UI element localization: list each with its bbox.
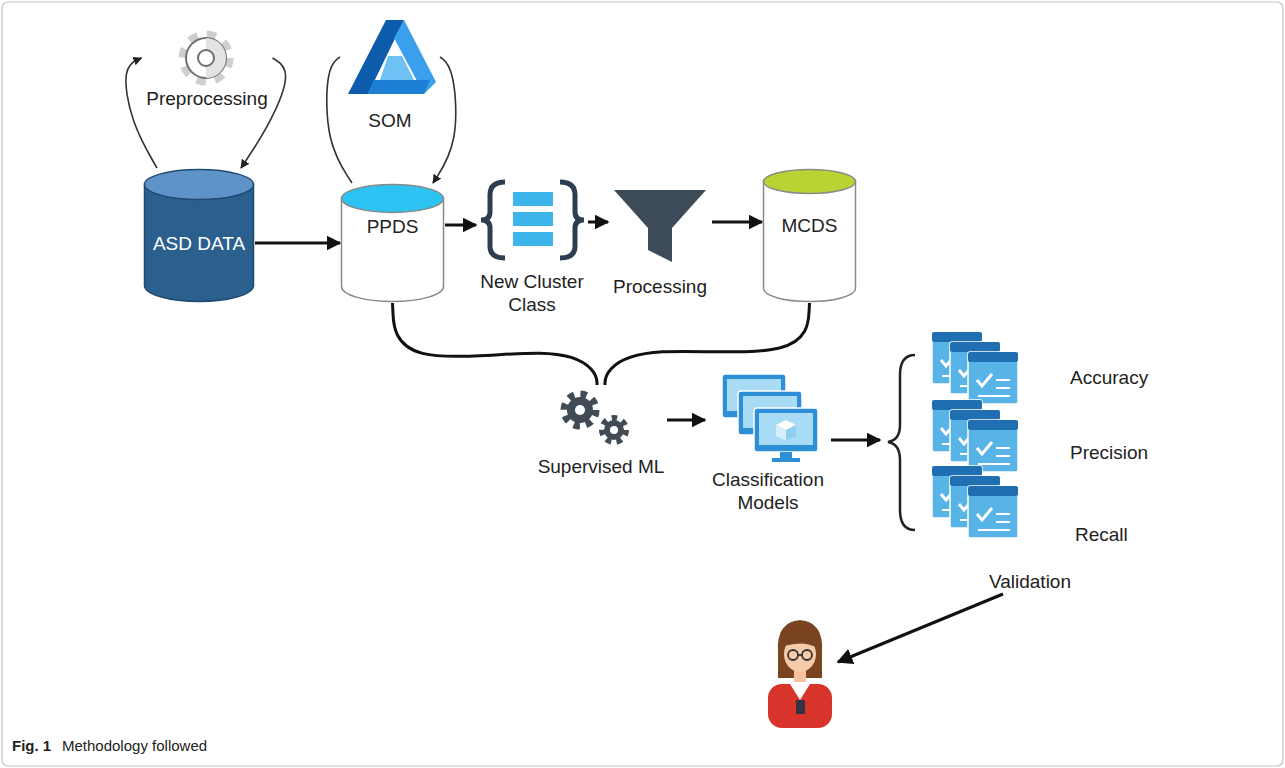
gears-icon [565,395,625,441]
figure-caption: Methodology followed [62,737,207,755]
checklist-icons [932,332,1018,538]
node-label: Processing [608,275,712,298]
cylinder-body [764,181,856,302]
metric-item: Accuracy [925,330,1175,415]
flow-connector [327,57,352,183]
database-cylinder: PPDS [340,183,445,303]
flow-connector [255,242,340,245]
node-label: PPDS [340,215,445,238]
process-icon: New Cluster Class [476,178,588,323]
flow-connector [126,58,157,168]
validation-brace [888,355,915,530]
cylinder-top [342,185,444,213]
flow-connector [445,224,476,227]
figure-number: Fig. 1 [12,737,51,755]
validation-group: Validation AccuracyPrecisionRecall [880,325,1180,600]
cylinder-body [342,198,444,302]
node-label: Precision [1070,441,1148,464]
process-icon: SOM [340,12,440,137]
cylinder-top [764,170,856,194]
node-label: Classification Models [705,468,831,514]
process-icon: Preprocessing [142,30,273,112]
monitors-icon [722,374,818,462]
node-label: Supervised ML [535,455,667,478]
node-label: ASD DATA [143,232,255,255]
gear-icon [184,36,228,80]
node-label: Recall [1075,523,1128,546]
database-cylinder: MCDS [762,168,857,303]
flow-connector [712,221,762,224]
cylinder-outline [340,183,445,303]
metric-item: Recall [925,462,1175,557]
node-label: Preprocessing [142,87,273,110]
process-icon: Classification Models [705,370,831,518]
cluster-braces-icon [481,182,584,258]
metric-item: Precision [925,398,1175,478]
flow-connector [241,58,286,168]
node-label: SOM [340,109,440,132]
flow-connector [588,221,608,224]
node-label: Accuracy [1070,366,1148,389]
flow-connector [831,439,880,442]
node-label: New Cluster Class [476,270,588,316]
process-icon: Supervised ML [535,385,667,480]
node-label: MCDS [762,214,857,237]
funnel-icon [614,190,706,262]
user-icon [768,620,832,728]
process-icon: Processing [608,185,712,300]
flow-connector [667,419,705,422]
ml-studio-icon [348,20,436,94]
flow-connector [605,303,810,385]
node-label: Validation [880,570,1180,593]
flow-connector [393,303,598,385]
cylinder-top [145,170,254,200]
database-cylinder: ASD DATA [143,168,255,303]
flow-connector [433,57,456,183]
user-arrow [838,594,1003,662]
